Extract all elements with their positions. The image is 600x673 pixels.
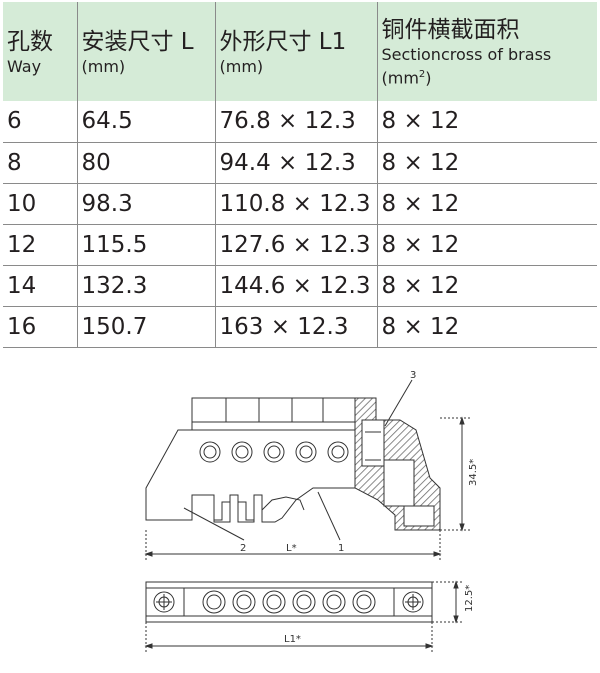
- cell-outline-size: 76.8 × 12.3: [214, 101, 377, 142]
- cell-outline-size: 163 × 12.3: [214, 306, 377, 347]
- cell-install-size: 64.5: [76, 101, 215, 142]
- mounting-hole-right: [402, 591, 424, 613]
- cell-ways: 10: [7, 190, 37, 217]
- cell-brass-section: 8 × 12: [376, 101, 597, 142]
- table-row: 12 115.5 127.6 × 12.3 8 × 12: [3, 224, 597, 265]
- cell-outline-size: 127.6 × 12.3: [214, 224, 377, 265]
- cell-ways: 14: [7, 272, 37, 299]
- unit-superscript: 2: [418, 68, 426, 80]
- cell-brass-section: 8 × 12: [376, 265, 597, 306]
- callout-2: 2: [240, 543, 246, 554]
- header-brass-section-en: Sectioncross of brass: [381, 44, 552, 64]
- table-header-row: 孔数 Way 安装尺寸 L (mm) 外形尺寸 L1 (mm) 铜件横截面积 S…: [3, 2, 597, 101]
- header-ways-zh: 孔数: [7, 28, 53, 55]
- header-outline-size-zh: 外形尺寸 L1: [219, 28, 347, 55]
- header-outline-size-unit: (mm): [219, 56, 264, 76]
- terminal-holes: [199, 441, 349, 463]
- dim-width: 12.5*: [464, 585, 475, 612]
- table-row: 8 80 94.4 × 12.3 8 × 12: [3, 142, 597, 183]
- dim-length: L*: [286, 543, 297, 554]
- mount-screw: [403, 505, 435, 527]
- header-outline-size: 外形尺寸 L1 (mm): [214, 2, 377, 101]
- screw-head-dividers: [192, 398, 355, 423]
- table-row: 10 98.3 110.8 × 12.3 8 × 12: [3, 183, 597, 224]
- dim-height: 34.5*: [468, 459, 479, 486]
- din-clip: [213, 495, 255, 521]
- front-view: [144, 379, 470, 560]
- cell-brass-section: 8 × 12: [376, 224, 597, 265]
- cell-outline-size: 144.6 × 12.3: [214, 265, 377, 306]
- technical-drawings: 2 1 3 L* 34.5*: [144, 370, 479, 652]
- unit-close: ): [425, 68, 432, 88]
- mounting-hole-left: [153, 591, 175, 613]
- header-ways: 孔数 Way: [3, 2, 77, 101]
- unit-open: (mm: [381, 68, 419, 88]
- cell-ways: 6: [7, 108, 22, 135]
- header-brass-section-unit: (mm2): [382, 65, 594, 88]
- cell-install-size: 115.5: [76, 224, 215, 265]
- brass-bar-top-view: [183, 587, 395, 617]
- top-view: [144, 580, 462, 652]
- terminal-screws-top-view: [202, 590, 376, 614]
- header-ways-en: Way: [7, 56, 42, 76]
- header-install-size-unit: (mm): [81, 56, 126, 76]
- section-screw: [361, 419, 385, 467]
- cell-ways: 16: [7, 313, 37, 340]
- insulator-body: [145, 429, 356, 523]
- cell-ways: 12: [7, 231, 37, 258]
- brass-bar-top: [191, 397, 356, 431]
- header-install-size: 安装尺寸 L (mm): [76, 2, 215, 101]
- dim-total-length: L1*: [284, 634, 301, 645]
- callout-1: 1: [338, 543, 344, 554]
- table-row: 14 132.3 144.6 × 12.3 8 × 12: [3, 265, 597, 306]
- cell-brass-section: 8 × 12: [376, 183, 597, 224]
- cell-brass-section: 8 × 12: [376, 142, 597, 183]
- specification-table: 孔数 Way 安装尺寸 L (mm) 外形尺寸 L1 (mm) 铜件横截面积 S…: [3, 2, 597, 348]
- cell-outline-size: 110.8 × 12.3: [214, 183, 377, 224]
- cell-install-size: 80: [76, 142, 215, 183]
- table-row: 6 64.5 76.8 × 12.3 8 × 12: [3, 101, 597, 142]
- table-row: 16 150.7 163 × 12.3 8 × 12: [3, 306, 597, 347]
- header-brass-section-zh: 铜件横截面积: [381, 16, 520, 43]
- header-install-size-zh: 安装尺寸 L: [81, 28, 194, 55]
- spring-clip: [261, 496, 305, 511]
- cell-install-size: 98.3: [76, 183, 215, 224]
- cell-install-size: 132.3: [76, 265, 215, 306]
- cell-install-size: 150.7: [76, 306, 215, 347]
- callout-3: 3: [410, 370, 416, 381]
- cell-outline-size: 94.4 × 12.3: [214, 142, 377, 183]
- header-brass-section: 铜件横截面积 Sectioncross of brass (mm2): [376, 2, 597, 101]
- cell-brass-section: 8 × 12: [376, 306, 597, 347]
- brass-section: [383, 459, 415, 507]
- cell-ways: 8: [7, 149, 22, 176]
